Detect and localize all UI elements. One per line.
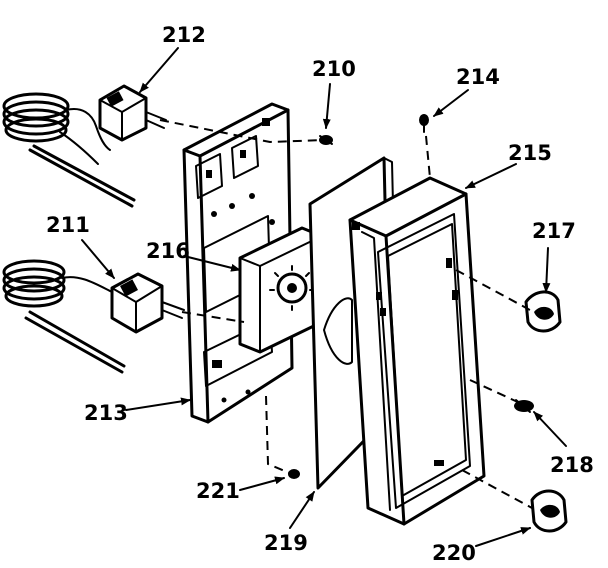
thermostat-212 (2, 84, 167, 208)
callout-218: 218 (550, 453, 594, 477)
leader-arrows (81, 47, 567, 547)
callout-216: 216 (146, 239, 190, 263)
thermostat-211 (2, 259, 185, 374)
knob-220 (530, 489, 568, 533)
callout-214: 214 (456, 65, 500, 89)
callout-212: 212 (162, 23, 206, 47)
coil-212 (2, 92, 136, 208)
screw-214 (419, 114, 429, 133)
assembly-lines (159, 119, 533, 509)
callout-219: 219 (264, 531, 308, 555)
callout-220: 220 (432, 541, 476, 565)
switch-body-212 (98, 84, 167, 142)
screw-221 (288, 469, 300, 479)
callout-217: 217 (532, 219, 576, 243)
frame-215 (348, 176, 486, 526)
callout-210: 210 (312, 57, 356, 81)
callout-215: 215 (508, 141, 552, 165)
screw-210 (319, 135, 333, 145)
switch-body-211 (110, 272, 185, 334)
coil-211 (2, 259, 126, 374)
knob-217 (524, 290, 562, 333)
callout-211: 211 (46, 213, 90, 237)
callout-labels: 212 210 214 215 211 216 217 213 218 221 … (46, 23, 594, 565)
callout-221: 221 (196, 479, 240, 503)
callout-213: 213 (84, 401, 128, 425)
